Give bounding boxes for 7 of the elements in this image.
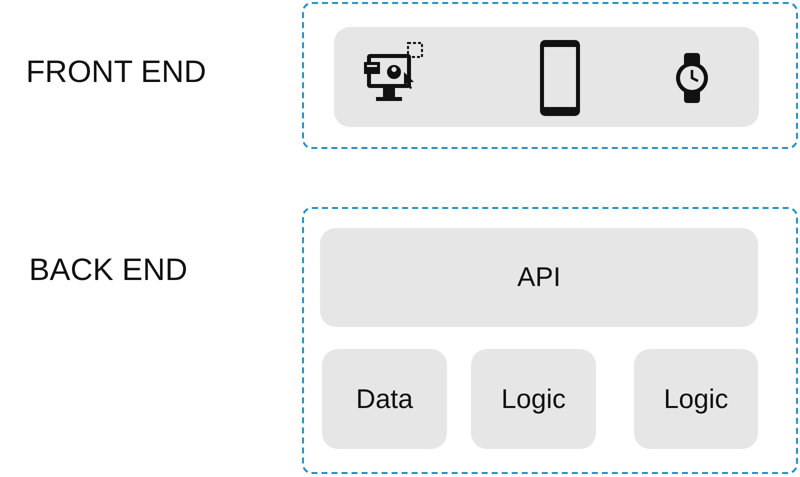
layer-heading: BACK END xyxy=(29,252,188,288)
module-box: Logic xyxy=(471,349,596,449)
module-box: Data xyxy=(322,349,447,449)
layer-box: API xyxy=(320,228,758,327)
module-box: Logic xyxy=(634,349,758,449)
layer-heading: FRONT END xyxy=(26,54,206,90)
device-panel xyxy=(334,27,759,127)
